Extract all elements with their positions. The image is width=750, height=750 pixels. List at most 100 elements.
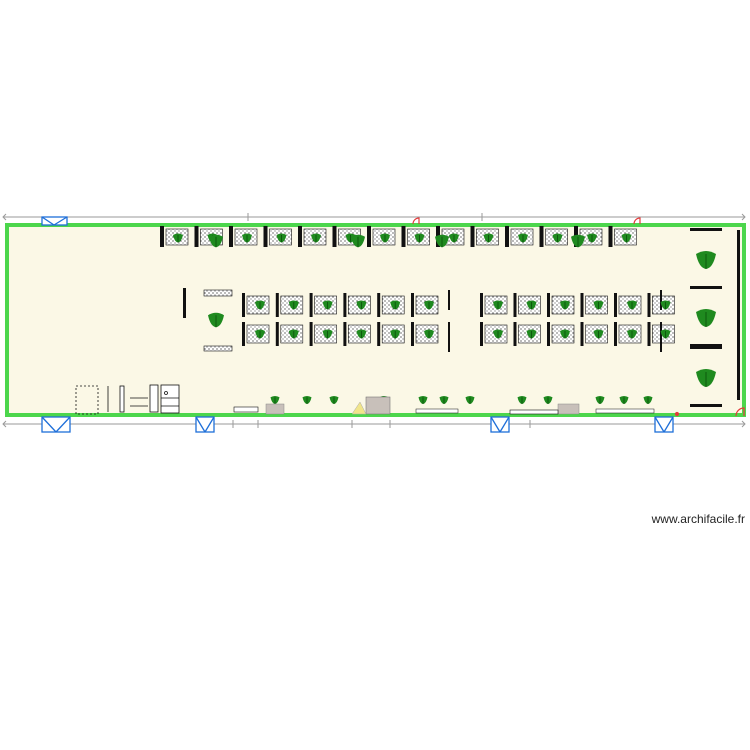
potted-plant-icon (696, 369, 716, 387)
partition (242, 322, 245, 346)
potted-plant-icon (552, 233, 563, 243)
potted-plant-icon (439, 395, 449, 405)
partition (608, 226, 613, 247)
potted-plant-icon (390, 329, 401, 339)
stairs-icon (233, 396, 655, 415)
partition (647, 322, 651, 346)
potted-plant-icon (526, 300, 537, 310)
partition (343, 293, 347, 317)
potted-plant-icon (696, 309, 716, 327)
partition (367, 226, 371, 247)
potted-plant-icon (288, 300, 299, 310)
partition (547, 293, 550, 317)
potted-plant-icon (173, 233, 183, 243)
partition (513, 322, 517, 346)
potted-plant-icon (571, 234, 585, 248)
potted-plant-icon (517, 395, 527, 405)
partition (690, 404, 722, 407)
partition (263, 226, 268, 247)
partition (298, 226, 302, 247)
partition (690, 346, 722, 349)
partition (539, 226, 544, 247)
potted-plant-icon (435, 234, 449, 248)
potted-plant-icon (208, 312, 224, 328)
partition (183, 288, 186, 318)
partition (309, 293, 313, 317)
partition (480, 293, 483, 317)
potted-plant-icon (322, 300, 333, 310)
potted-plant-icon (380, 233, 390, 243)
potted-plant-icon (621, 233, 632, 243)
partition (448, 290, 450, 310)
potted-plant-icon (593, 329, 604, 339)
potted-plant-icon (560, 329, 570, 339)
potted-plant-icon (255, 300, 265, 310)
partition (614, 322, 617, 346)
partition (275, 322, 279, 346)
partition (737, 230, 740, 400)
partition (470, 226, 475, 247)
partition (160, 226, 164, 247)
partition (448, 322, 450, 352)
potted-plant-icon (390, 300, 401, 310)
potted-plant-icon (483, 233, 494, 243)
potted-plant-icon (643, 395, 653, 405)
partition (377, 293, 381, 317)
partition (614, 293, 617, 317)
potted-plant-icon (627, 329, 637, 339)
partition (309, 322, 313, 346)
window-icon (41, 216, 674, 433)
potted-plant-icon (660, 300, 671, 310)
potted-plant-icon (465, 395, 475, 405)
potted-plant-icon (356, 329, 367, 339)
partition (660, 322, 662, 352)
potted-plant-icon (276, 233, 287, 243)
potted-plant-icon (449, 233, 459, 243)
potted-plant-icon (493, 329, 503, 339)
partition (411, 293, 414, 317)
potted-plant-icon (696, 251, 716, 269)
service-rooms (75, 384, 180, 415)
potted-plant-icon (587, 233, 597, 243)
potted-plant-icon (619, 395, 629, 405)
partition (690, 344, 722, 347)
potted-plant-icon (302, 395, 312, 405)
potted-plant-icon (593, 300, 604, 310)
potted-plant-icon (424, 300, 434, 310)
partition (332, 226, 337, 247)
partition (547, 322, 550, 346)
partition (690, 228, 722, 231)
potted-plant-icon (255, 329, 265, 339)
potted-plant-icon (414, 233, 425, 243)
potted-plant-icon (322, 329, 333, 339)
potted-plant-icon (242, 233, 252, 243)
potted-plant-icon (288, 329, 299, 339)
potted-plant-icon (627, 300, 637, 310)
partition (242, 293, 245, 317)
potted-plant-icon (351, 234, 365, 248)
dimension-lines (2, 213, 746, 428)
partition (194, 226, 199, 247)
potted-plant-icon (424, 329, 434, 339)
potted-plant-icon (493, 300, 503, 310)
partition (505, 226, 509, 247)
door-swing-icon (412, 217, 745, 417)
partition (411, 322, 414, 346)
potted-plant-icon (356, 300, 367, 310)
potted-plant-icon (418, 395, 428, 405)
potted-plant-icon (560, 300, 570, 310)
potted-plant-icon (543, 395, 553, 405)
partition (229, 226, 233, 247)
partition (275, 293, 279, 317)
partition (580, 322, 584, 346)
partition (580, 293, 584, 317)
potted-plant-icon (595, 395, 605, 405)
partition (513, 293, 517, 317)
partition (343, 322, 347, 346)
potted-plant-icon (526, 329, 537, 339)
potted-plant-icon (311, 233, 321, 243)
potted-plant-icon (209, 234, 223, 248)
partition (401, 226, 406, 247)
partition (480, 322, 483, 346)
